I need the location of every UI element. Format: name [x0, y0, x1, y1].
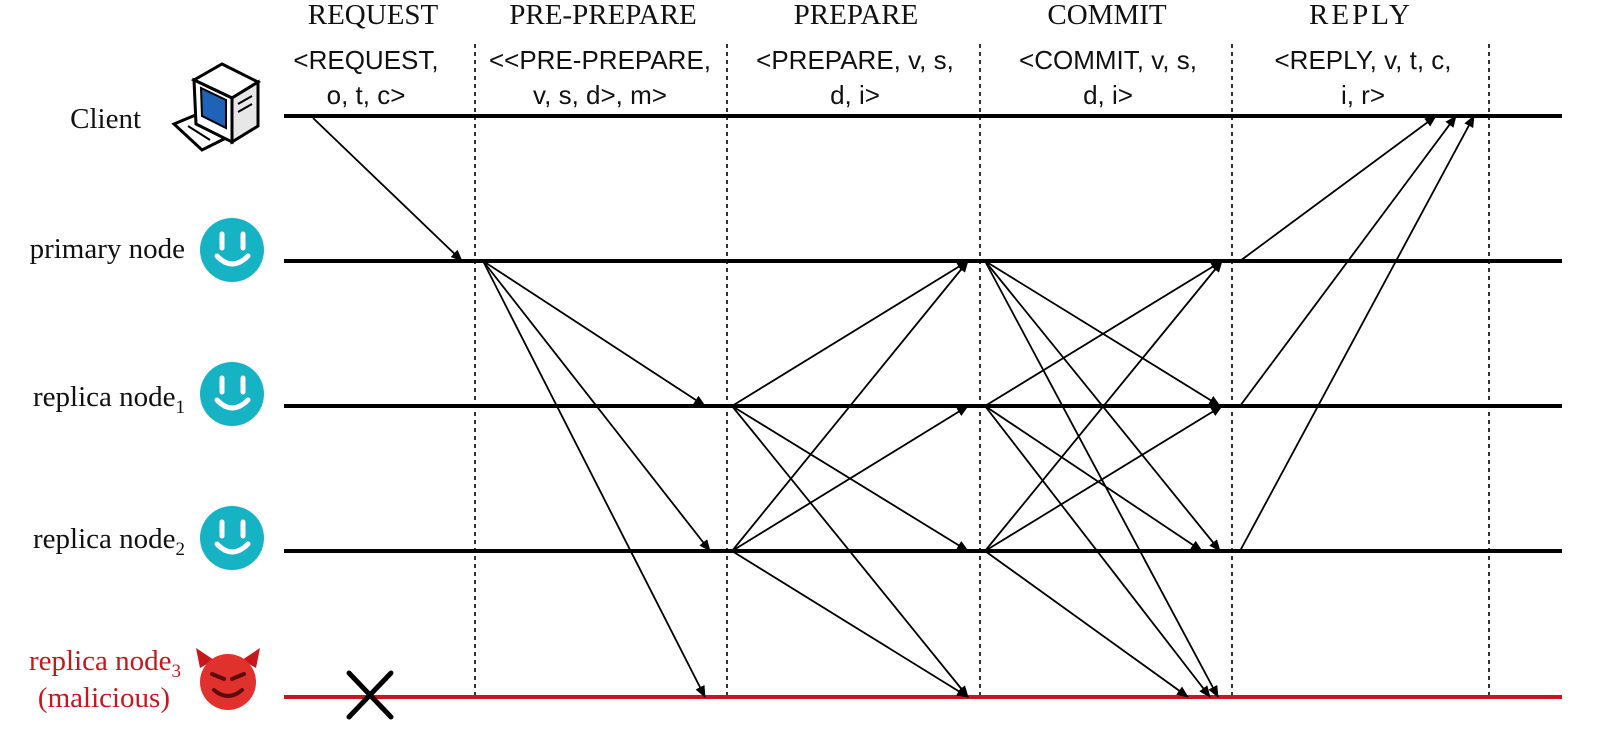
- phase-title-prepare: PREPARE: [794, 0, 919, 31]
- arrow-commit-r2-r3: [984, 550, 1189, 698]
- label-replica2-sub: 2: [176, 539, 186, 560]
- arrow-commit-r2-r1: [984, 405, 1223, 552]
- devil-icon: [196, 648, 260, 710]
- node-labels: Client primary node replica node1 replic…: [29, 103, 185, 714]
- format-reply-line2: i, r>: [1341, 80, 1385, 110]
- label-replica1-text: replica node: [33, 381, 176, 413]
- format-request-line2: o, t, c>: [327, 80, 406, 110]
- timelines: [284, 114, 1562, 699]
- format-commit-line1: <COMMIT, v, s,: [1019, 45, 1197, 75]
- label-replica3-malicious: (malicious): [38, 682, 170, 714]
- format-prepare-line1: <PREPARE, v, s,: [756, 45, 954, 75]
- label-replica3: replica node3: [29, 645, 181, 682]
- phase-dividers: [474, 44, 1490, 697]
- arrow-preprepare-r2: [482, 260, 711, 552]
- format-prepare-line2: d, i>: [830, 80, 880, 110]
- format-request-line1: <REQUEST,: [293, 45, 438, 75]
- format-commit-line2: d, i>: [1083, 80, 1133, 110]
- label-replica2-text: replica node: [33, 523, 176, 555]
- arrow-prepare-r2-p: [731, 260, 969, 552]
- arrow-reply-p: [1239, 115, 1437, 262]
- format-reply-line1: <REPLY, v, t, c,: [1274, 45, 1451, 75]
- arrow-request: [312, 117, 463, 262]
- phase-title-request: REQUEST: [308, 0, 439, 31]
- arrow-prepare-r2-r3: [731, 550, 969, 698]
- arrow-prepare-r1-p: [731, 260, 969, 407]
- computer-icon: [171, 62, 262, 152]
- smiley-icon-replica2: [200, 506, 264, 570]
- arrow-preprepare-r1: [482, 260, 706, 407]
- smiley-icon-replica1: [200, 362, 264, 426]
- arrow-commit-r1-p: [984, 260, 1223, 407]
- format-pre-prepare-line2: v, s, d>, m>: [533, 80, 667, 110]
- arrow-commit-r2-p: [984, 260, 1223, 552]
- phase-title-pre-prepare: PRE-PREPARE: [509, 0, 697, 31]
- phase-title-reply: REPLY: [1309, 0, 1413, 31]
- label-replica3-text: replica node: [29, 645, 172, 677]
- label-replica2: replica node2: [33, 523, 185, 560]
- format-pre-prepare-line1: <<PRE-PREPARE,: [489, 45, 711, 75]
- phase-titles: REQUEST PRE-PREPARE PREPARE COMMIT REPLY: [308, 0, 1413, 31]
- arrow-prepare-r2-r1: [731, 405, 969, 552]
- label-replica1-sub: 1: [176, 397, 186, 418]
- label-primary: primary node: [30, 233, 185, 265]
- label-replica1: replica node1: [33, 381, 185, 418]
- smiley-icon-primary: [200, 218, 264, 282]
- message-formats: <REQUEST, o, t, c> <<PRE-PREPARE, v, s, …: [293, 45, 1451, 110]
- label-client: Client: [70, 103, 141, 135]
- arrow-commit-r1-r2: [984, 405, 1203, 552]
- label-replica3-sub: 3: [172, 661, 182, 682]
- arrow-commit-r1-r3: [984, 405, 1211, 698]
- arrow-prepare-r1-r3: [731, 405, 969, 698]
- arrow-reply-r2: [1239, 115, 1475, 552]
- arrow-reply-r1: [1239, 115, 1457, 407]
- phase-title-commit: COMMIT: [1047, 0, 1167, 31]
- arrow-preprepare-r3: [482, 260, 706, 698]
- message-arrows: [312, 115, 1475, 698]
- x-icon: [346, 670, 394, 720]
